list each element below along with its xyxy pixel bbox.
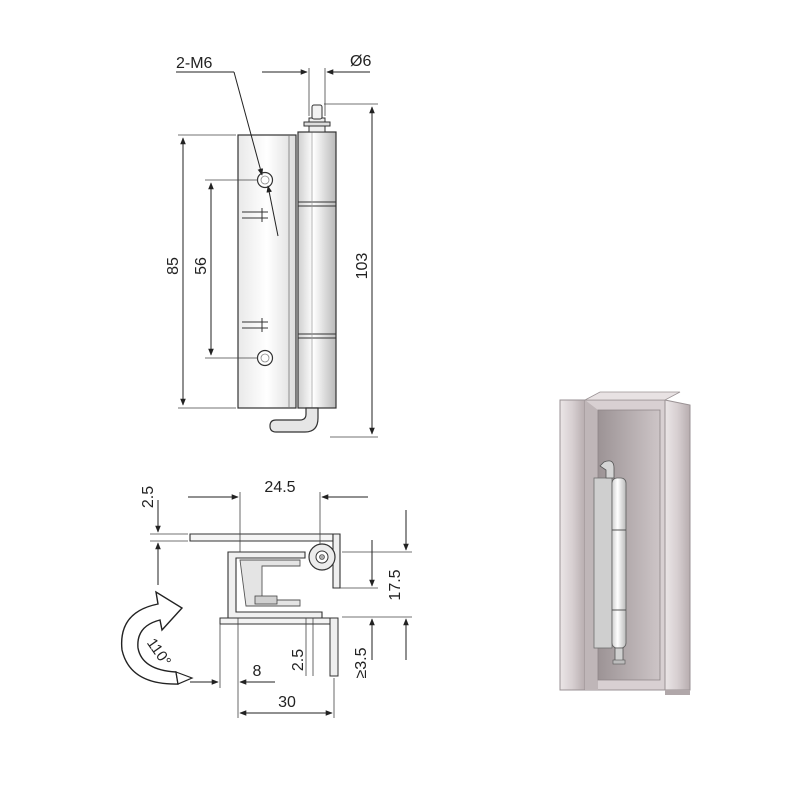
hinge-barrel [297, 131, 337, 409]
dim-depth: 17.5 [387, 569, 404, 600]
dim-top-thickness: 2.5 [140, 486, 157, 508]
dim-bottom-thickness: 2.5 [290, 649, 307, 671]
dim-top-width: 24.5 [264, 479, 295, 496]
installed-hinge [593, 477, 613, 649]
dim-total-height: 103 [354, 253, 371, 280]
screw-hole-bottom [256, 349, 274, 367]
dim-bottom-width: 30 [278, 694, 296, 711]
front-view: 85 56 103 Ø6 2-M6 [165, 53, 378, 438]
screw-hole-top [256, 171, 274, 189]
dim-hole-spacing: 56 [193, 257, 210, 275]
dim-pin-diameter: Ø6 [350, 53, 371, 70]
dim-leaf-height: 85 [165, 257, 182, 275]
section-top-leaf [189, 533, 334, 542]
rotation-arrow-icon [120, 590, 194, 685]
install-illustration [559, 391, 691, 695]
hole-callout: 2-M6 [176, 55, 213, 72]
dim-min-gap: ≥3.5 [353, 647, 370, 678]
section-view: 24.5 2.5 17.5 ≥3.5 2.5 8 30 [120, 479, 412, 718]
dim-offset-left: 8 [253, 663, 262, 680]
bent-pin [269, 407, 319, 433]
